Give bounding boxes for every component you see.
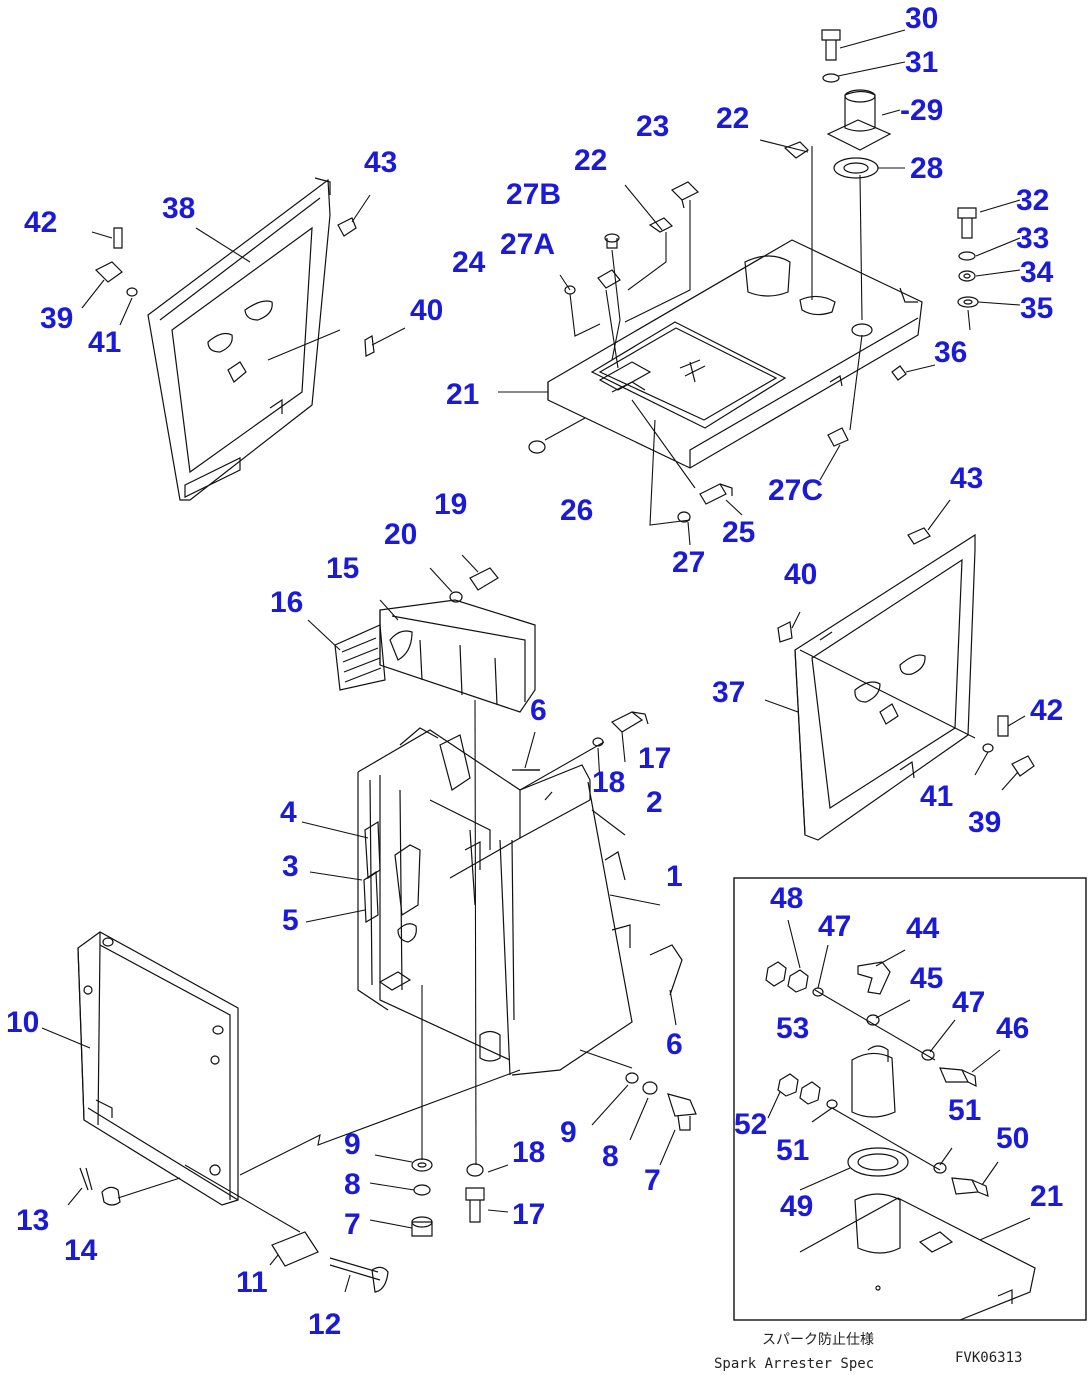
callout-35: 35 [1020, 292, 1053, 325]
box-hardware [449, 567, 649, 771]
callout-41-lower: 41 [920, 780, 953, 813]
callout-16: 16 [270, 586, 303, 619]
leaders-inset [767, 919, 1031, 1241]
callout-43-lower: 43 [950, 462, 983, 495]
callout-29: -29 [900, 94, 943, 127]
callout-20: 20 [384, 518, 417, 551]
callout-27b: 27B [506, 178, 561, 211]
callout-7-left: 7 [344, 1208, 361, 1241]
callout-8-left: 8 [344, 1168, 361, 1201]
callout-3: 3 [282, 850, 299, 883]
lower-hardware [411, 1072, 697, 1237]
callout-47-lower: 47 [952, 986, 985, 1019]
door-panel-38 [147, 177, 331, 501]
callout-6-upper: 6 [530, 694, 547, 727]
leaders-lower-center [369, 1084, 676, 1229]
inset-caption-jp: スパーク防止仕様 [762, 1332, 874, 1348]
callout-4: 4 [280, 796, 297, 829]
cover-hardware [528, 29, 979, 523]
callout-21-inset: 21 [1030, 1180, 1063, 1213]
inset-caption-en: Spark Arrester Spec [714, 1356, 874, 1372]
callout-9-right: 9 [560, 1116, 577, 1149]
callout-27a: 27A [500, 228, 555, 261]
callout-23: 23 [636, 110, 669, 143]
callout-32: 32 [1016, 184, 1049, 217]
frame-details [363, 769, 683, 996]
leaders-left-top [81, 194, 406, 361]
door-38-hardware [94, 217, 375, 357]
callout-40-upper: 40 [410, 294, 443, 327]
panel-10 [77, 931, 239, 1206]
panel-10-hardware [79, 1167, 389, 1293]
callout-42-upper: 42 [24, 206, 57, 239]
callout-25: 25 [722, 516, 755, 549]
callout-8-right: 8 [602, 1140, 619, 1173]
callout-52: 52 [734, 1108, 767, 1141]
callout-14: 14 [64, 1234, 98, 1267]
callout-22-lower: 22 [574, 144, 607, 177]
callout-31: 31 [905, 46, 938, 79]
leaders-center [239, 554, 677, 1176]
leaders-lower-left [41, 1027, 351, 1293]
callout-18-lower: 18 [512, 1136, 545, 1169]
callout-44: 44 [906, 912, 940, 945]
drawing-code: FVK06313 [955, 1350, 1022, 1366]
callout-1: 1 [666, 860, 683, 893]
callout-21: 21 [446, 378, 479, 411]
callout-10: 10 [6, 1006, 39, 1039]
callout-18-upper: 18 [592, 766, 625, 799]
callout-9-left: 9 [344, 1128, 361, 1161]
callout-50: 50 [996, 1122, 1029, 1155]
callout-7-right: 7 [644, 1164, 661, 1197]
callout-39-lower: 39 [968, 806, 1001, 839]
callout-17-upper: 17 [638, 742, 671, 775]
grille-16 [334, 624, 386, 691]
callout-12: 12 [308, 1308, 341, 1341]
callout-45: 45 [910, 962, 943, 995]
callout-41-upper: 41 [88, 326, 121, 359]
callout-37: 37 [712, 676, 745, 709]
callout-43-upper: 43 [364, 146, 397, 179]
callout-33: 33 [1016, 222, 1049, 255]
callout-26: 26 [560, 494, 593, 527]
callout-51-left: 51 [776, 1134, 809, 1167]
leaders-top [498, 29, 1021, 546]
callout-38: 38 [162, 192, 195, 225]
callout-19: 19 [434, 488, 467, 521]
callout-5: 5 [282, 904, 299, 937]
callout-6-lower: 6 [666, 1028, 683, 1061]
callout-49: 49 [780, 1190, 813, 1223]
callout-46: 46 [996, 1012, 1029, 1045]
callout-11: 11 [236, 1266, 268, 1299]
callout-13: 13 [16, 1204, 49, 1237]
callout-51-right: 51 [948, 1094, 981, 1127]
callout-42-lower: 42 [1030, 694, 1063, 727]
callout-36: 36 [934, 336, 967, 369]
callout-17-lower: 17 [512, 1198, 545, 1231]
callout-22-upper: 22 [716, 102, 749, 135]
leaders-right [764, 499, 1026, 791]
callout-27: 27 [672, 546, 705, 579]
callout-47-upper: 47 [818, 910, 851, 943]
callout-30: 30 [905, 2, 938, 35]
callout-27c: 27C [768, 474, 823, 507]
callout-24: 24 [452, 246, 486, 279]
callouts: 30 31 -29 28 22 23 22 27B 27A 24 32 33 3… [6, 2, 1063, 1341]
callout-48: 48 [770, 882, 803, 915]
inset-frame [733, 877, 1087, 1321]
callout-2: 2 [646, 786, 663, 819]
callout-28: 28 [910, 152, 943, 185]
callout-15: 15 [326, 552, 359, 585]
callout-40-lower: 40 [784, 558, 817, 591]
callout-34: 34 [1020, 256, 1054, 289]
box-15 [379, 599, 536, 713]
cover-plate-21 [547, 239, 923, 469]
frame-assembly [357, 727, 633, 1076]
callout-39-upper: 39 [40, 302, 73, 335]
callout-53: 53 [776, 1012, 809, 1045]
